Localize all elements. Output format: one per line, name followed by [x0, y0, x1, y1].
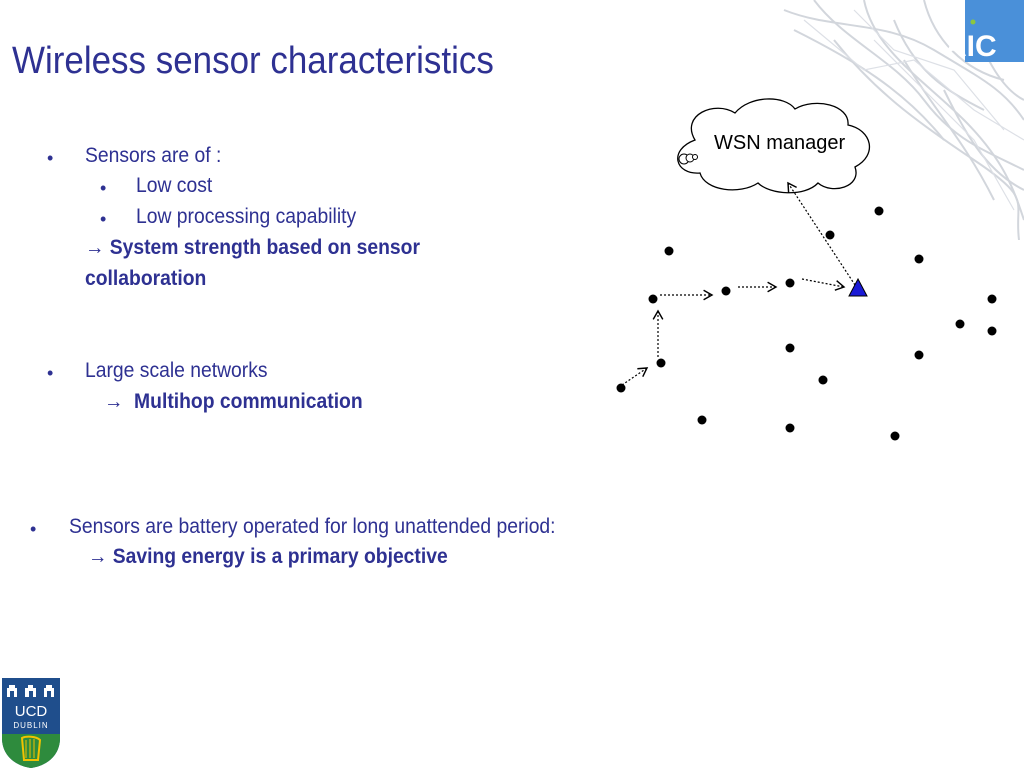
slide-title: Wireless sensor characteristics — [12, 40, 494, 82]
sensor-node — [721, 286, 731, 296]
sensor-network-diagram: WSN manager — [616, 98, 997, 441]
dublin-logo-text: DUBLIN — [13, 721, 48, 730]
arrow-icon: → — [88, 545, 108, 568]
wsn-manager-cloud: WSN manager — [677, 98, 871, 194]
sensor-node — [955, 319, 965, 329]
section1-conclusion-line1: → System strength based on sensor — [85, 236, 420, 260]
section3-conclusion-line: → Saving energy is a primary objective — [88, 545, 448, 569]
section2-conclusion-text: Multihop communication — [134, 390, 363, 413]
sensor-node — [785, 423, 795, 433]
ucd-logo-text: UCD — [15, 703, 48, 720]
sensor-node — [890, 431, 900, 441]
sensor-node — [987, 294, 997, 304]
wsn-manager-label: WSN manager — [714, 132, 845, 154]
sensor-node — [697, 415, 707, 425]
sensor-node — [818, 375, 828, 385]
section1-item-low-processing: Low processing capability — [136, 205, 357, 228]
sink-node — [848, 277, 868, 297]
sensor-node — [914, 350, 924, 360]
arrow-icon: → — [104, 390, 124, 413]
sensor-node — [616, 383, 626, 393]
sensor-node — [785, 343, 795, 353]
sensor-node — [914, 254, 924, 264]
section1-item-low-cost: Low cost — [136, 174, 213, 197]
sensor-node — [664, 246, 674, 256]
sensor-node — [825, 230, 835, 240]
section3-heading: Sensors are battery operated for long un… — [69, 515, 556, 538]
sensor-node — [987, 326, 997, 336]
section1-conclusion-line2: collaboration — [85, 267, 207, 290]
section2-heading: Large scale networks — [85, 359, 268, 382]
sensor-node — [785, 278, 795, 288]
section1-conclusion-text: System strength based on sensor — [109, 236, 420, 259]
decorative-corner-graphic — [783, 0, 1024, 240]
sensor-node — [656, 358, 666, 368]
sensor-node — [648, 294, 658, 304]
section1-heading: Sensors are of : — [85, 144, 222, 167]
bullet-marker: • — [30, 519, 37, 539]
ucd-dublin-logo: UCD DUBLIN — [2, 678, 60, 768]
section3-conclusion-text: Saving energy is a primary objective — [112, 545, 448, 568]
section2-conclusion-line: → Multihop communication — [104, 390, 363, 414]
bullet-marker: • — [100, 209, 107, 229]
bullet-marker: • — [47, 148, 54, 168]
hop-arrow — [621, 367, 649, 386]
sensor-node — [874, 206, 884, 216]
arrow-to-manager — [787, 181, 856, 286]
bullet-marker: • — [100, 178, 107, 198]
aic-logo-text: AIC — [945, 30, 997, 62]
hop-arrow — [801, 278, 846, 291]
arrow-icon: → — [85, 236, 105, 259]
aic-logo: AIC — [945, 0, 1024, 62]
bullet-marker: • — [47, 363, 54, 383]
